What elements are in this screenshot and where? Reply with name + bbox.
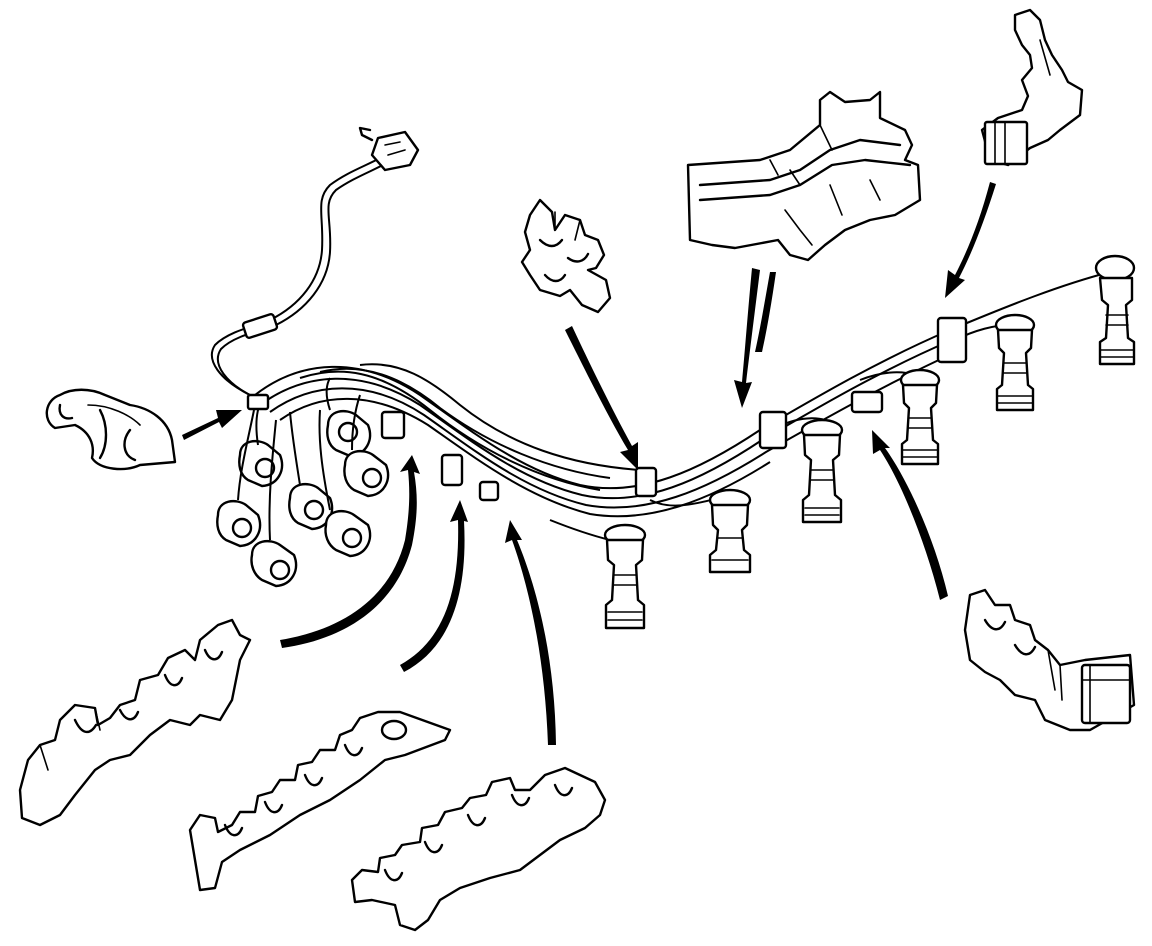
harness-clip: [440, 453, 464, 487]
arrow-round-clip: [182, 410, 242, 440]
spark-plug-boot: [899, 368, 941, 466]
spark-plug-boot: [994, 313, 1036, 412]
small-comb-clip: [520, 198, 612, 314]
coil-lead: [210, 126, 420, 399]
harness-clip: [936, 316, 968, 364]
pointer-arrows: [182, 182, 996, 745]
tabbed-comb-clip: [188, 710, 452, 892]
spark-plug-boot: [1094, 254, 1136, 366]
long-comb-clip-bottom: [350, 766, 607, 932]
spark-plug-boot: [800, 418, 844, 524]
spark-plug-boot: [708, 488, 752, 574]
arrow-tabbed-comb: [400, 500, 468, 672]
spark-plug-boots: [603, 254, 1136, 630]
bottom-right-bracket-clip: [963, 588, 1136, 732]
coil-boot: [250, 419, 298, 588]
spark-plug-boot: [603, 523, 647, 630]
long-comb-clip-left: [18, 618, 252, 827]
wire-harness: [210, 126, 1136, 630]
harness-clip: [246, 393, 270, 411]
coil-boot: [325, 377, 372, 458]
harness-clip: [850, 390, 884, 414]
coil-boot: [216, 409, 262, 548]
coil-boots-cluster: [216, 377, 390, 588]
coil-boot: [238, 399, 284, 488]
arrow-saddle-clip: [734, 268, 776, 408]
harness-clip: [758, 410, 788, 450]
coil-boot: [318, 409, 372, 558]
long-saddle-clip: [686, 90, 922, 262]
arrow-top-right-clip: [945, 182, 996, 298]
arrow-bottom-right-clip: [872, 430, 948, 600]
round-hook-clip: [45, 388, 177, 471]
top-right-bracket-clip: [980, 8, 1084, 167]
arrow-long-comb-bottom: [505, 520, 556, 745]
arrow-small-comb: [565, 326, 638, 470]
harness-clip: [634, 466, 658, 498]
coil-boot: [288, 411, 334, 531]
harness-clip: [478, 480, 500, 502]
harness-clips: [246, 316, 968, 502]
coil-boot: [343, 394, 390, 498]
wire-bundle: [254, 271, 1111, 541]
coil-connector: [358, 126, 420, 172]
harness-clip: [380, 410, 406, 440]
inline-splice-sleeve: [241, 313, 279, 339]
